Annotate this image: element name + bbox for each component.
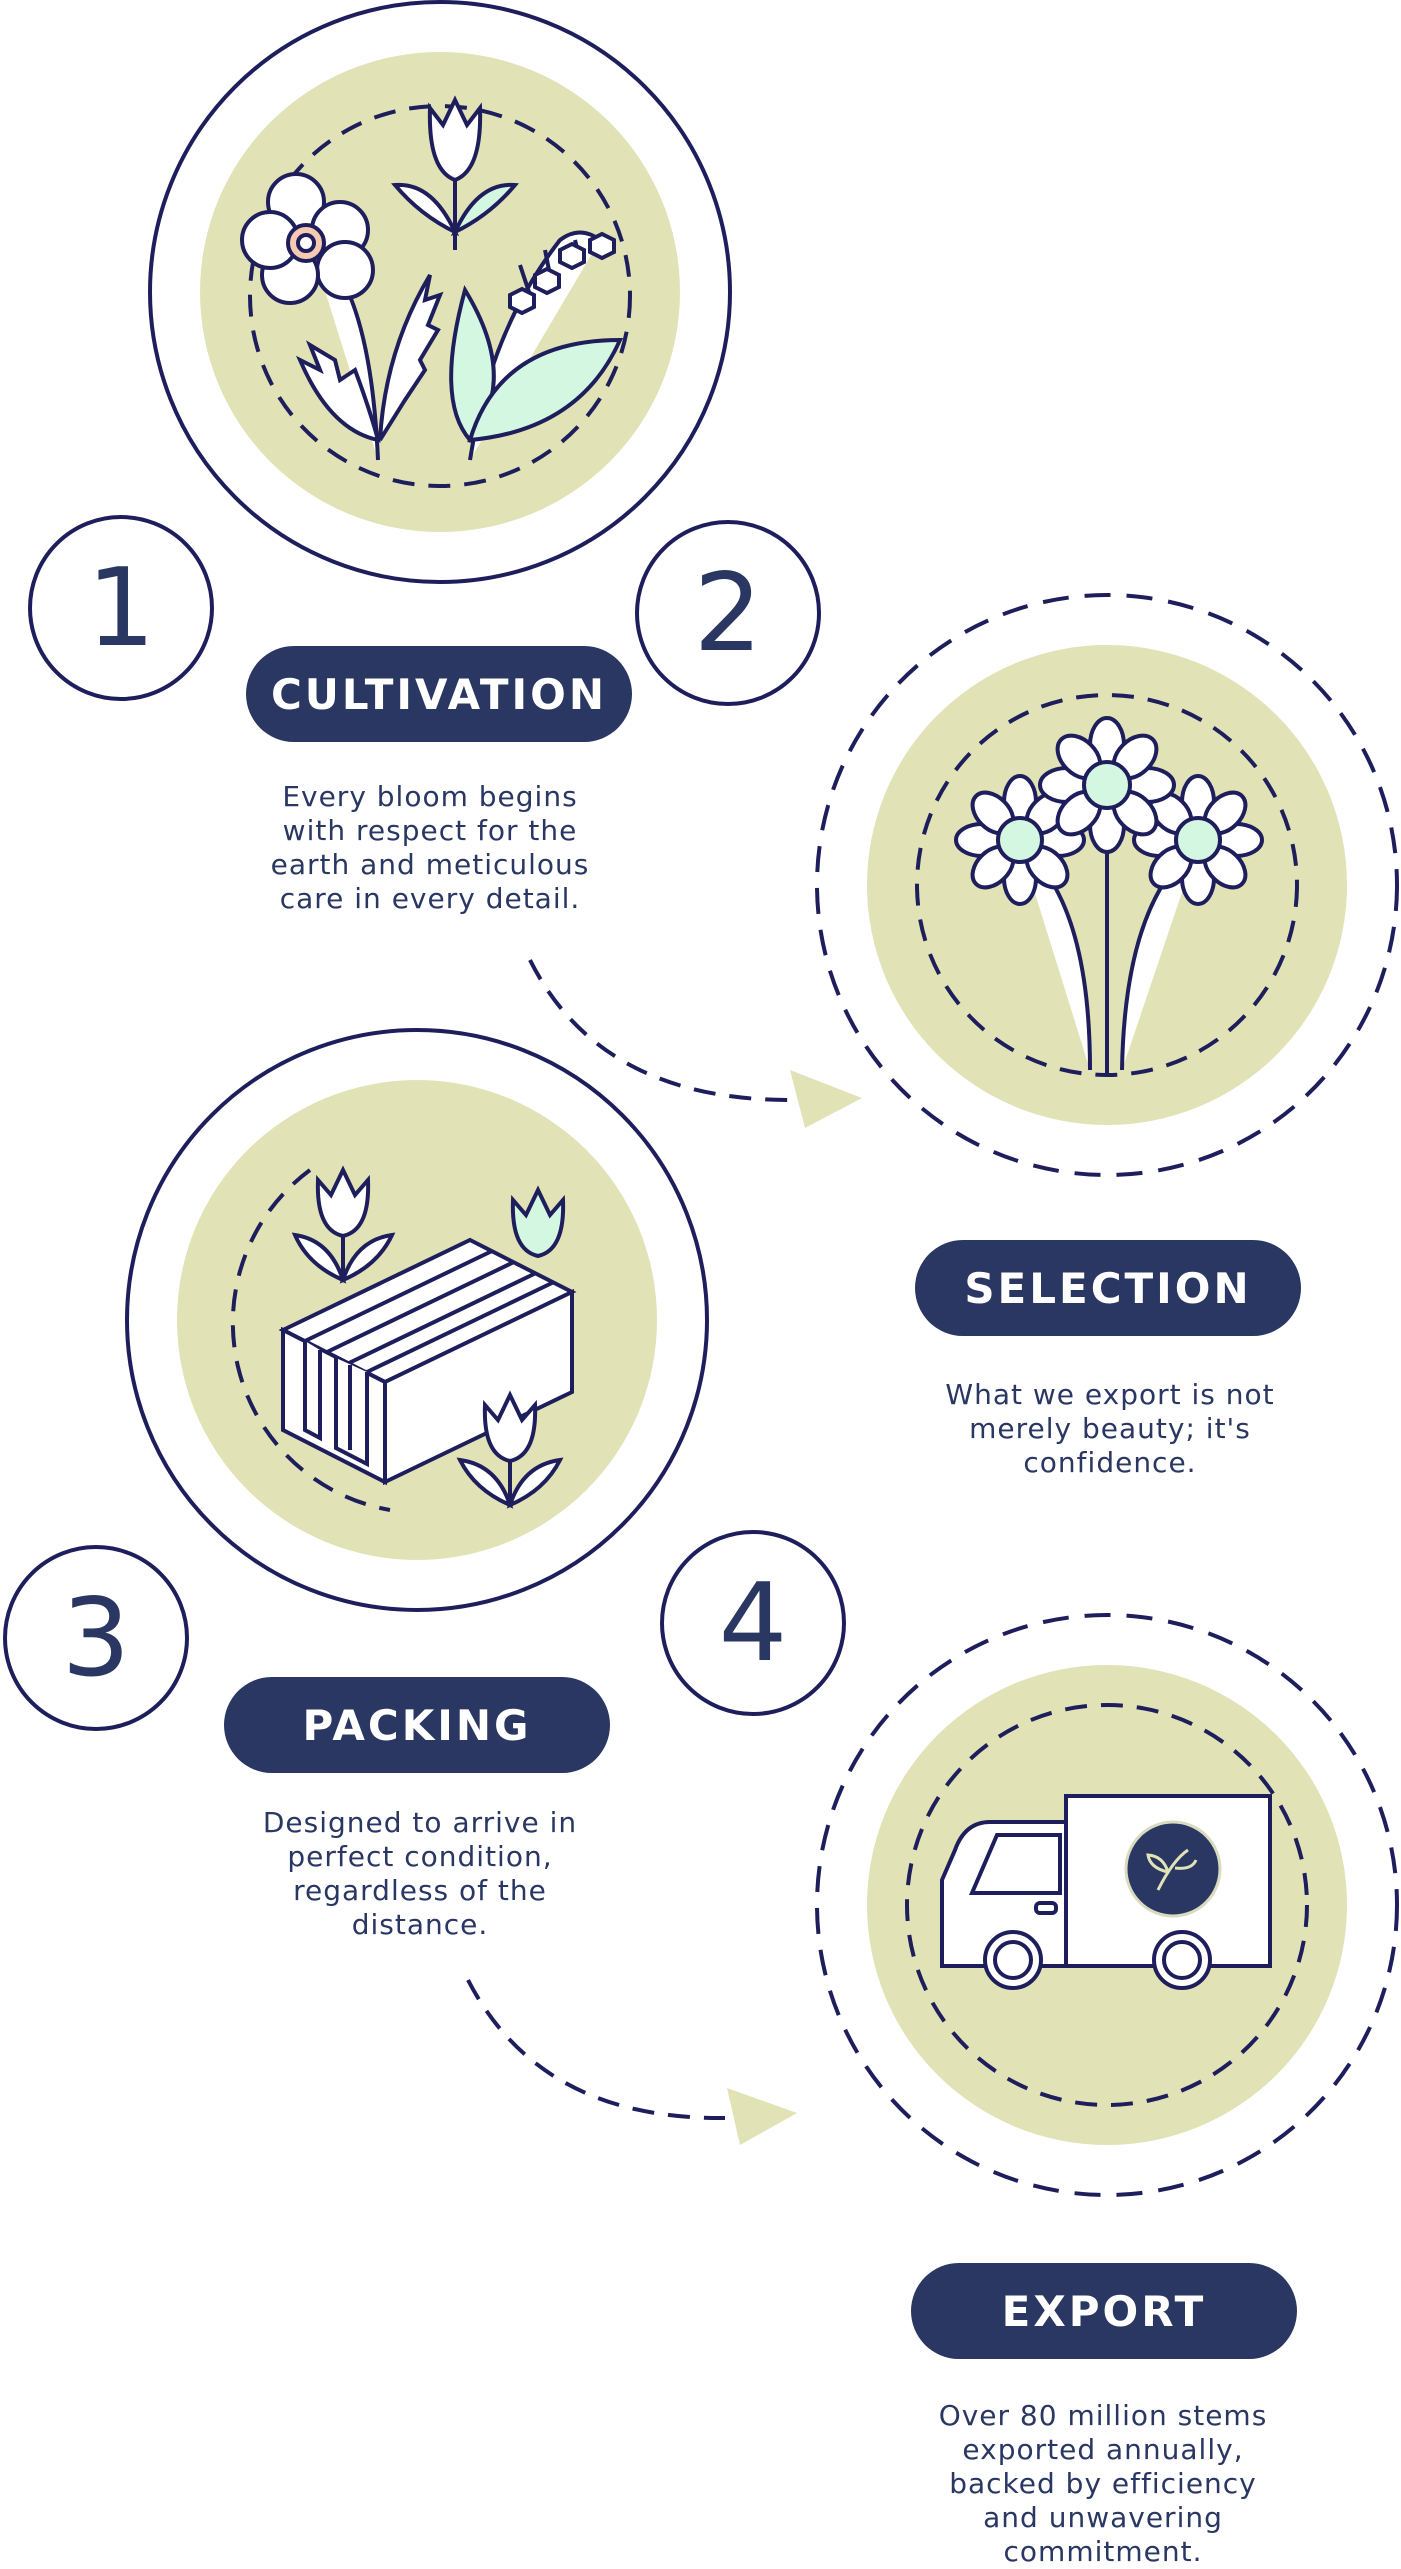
box-icon <box>278 1237 577 1486</box>
step-title-cultivation: CULTIVATION <box>246 646 632 742</box>
tulip-icon <box>291 1165 396 1284</box>
lily-of-the-valley-icon <box>449 230 624 461</box>
truck-icon <box>940 1794 1272 1990</box>
tulip-icon <box>510 1185 566 1259</box>
step-description-packing: Designed to arrive in perfect condition,… <box>262 1806 578 1941</box>
tulip-icon <box>456 1390 564 1509</box>
selection-illustration <box>815 593 1399 1177</box>
step-title-packing: PACKING <box>224 1677 610 1773</box>
step-number-2: 2 <box>635 520 821 706</box>
connector-arrow <box>528 959 862 1128</box>
packing-illustration <box>125 1028 709 1612</box>
tulip-icon <box>390 95 520 250</box>
wild-flower-icon <box>240 172 444 461</box>
cultivation-illustration <box>148 0 732 584</box>
step-title-selection: SELECTION <box>915 1240 1301 1336</box>
step-number-3: 3 <box>3 1545 189 1731</box>
step-description-export: Over 80 million stems exported annually,… <box>938 2399 1268 2568</box>
step-description-selection: What we export is not merely beauty; it'… <box>945 1378 1275 1479</box>
step-title-export: EXPORT <box>911 2263 1297 2359</box>
export-illustration <box>815 1613 1399 2197</box>
daisy-bouquet-icon <box>954 716 1264 1075</box>
step-number-4: 4 <box>660 1530 846 1716</box>
step-number-1: 1 <box>28 515 214 701</box>
connector-arrow <box>466 1979 797 2145</box>
step-description-cultivation: Every bloom begins with respect for the … <box>270 780 590 915</box>
